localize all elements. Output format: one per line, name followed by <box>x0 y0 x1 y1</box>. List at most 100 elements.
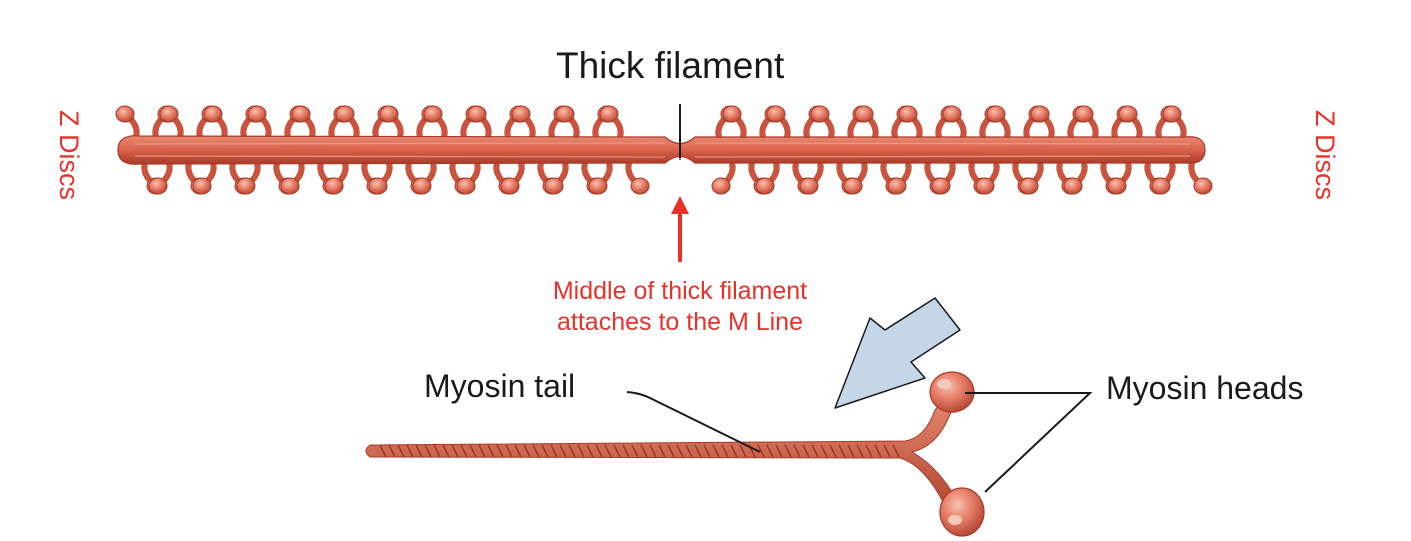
myosin-head-bulb <box>599 105 619 123</box>
tail-coil-stripe <box>604 444 612 458</box>
tail-coil-stripe <box>505 444 513 458</box>
myosin-head-bulb <box>711 177 731 195</box>
myosin-tail-label: Myosin tail <box>424 368 576 404</box>
myosin-head-bulb <box>588 177 608 195</box>
myosin-head-bulb <box>500 177 520 195</box>
tail-coil-stripe <box>523 444 531 458</box>
tail-coil-stripe <box>478 444 486 458</box>
myosin-head-bulb <box>843 177 863 195</box>
myosin-head-bulb <box>148 177 168 195</box>
tail-coil-stripe <box>550 444 558 458</box>
myosin-head-bulb <box>986 105 1006 123</box>
myosin-head-bulb <box>456 177 476 195</box>
tail-coil-stripe <box>739 444 747 458</box>
tail-coil-stripe <box>613 444 621 458</box>
myosin-head-bulb <box>942 105 962 123</box>
myosin-head-bulb <box>412 177 432 195</box>
tail-coil-stripe <box>811 444 819 458</box>
myosin-head-bulb <box>159 105 179 123</box>
tail-coil-stripe <box>667 444 675 458</box>
tail-coil-stripe <box>559 444 567 458</box>
tail-coil-stripe <box>649 444 657 458</box>
myosin-molecule <box>365 371 985 537</box>
tail-coil-stripe <box>883 444 891 458</box>
thick-filament <box>115 105 1213 195</box>
myosin-head-bulb <box>854 105 874 123</box>
thick-filament-shaft <box>117 135 1206 165</box>
tail-coil-stripe <box>730 444 738 458</box>
tail-coil-stripe <box>487 444 495 458</box>
myosin-head-bulb <box>1074 105 1094 123</box>
m-line-note: Middle of thick filament attaches to the… <box>480 276 880 338</box>
myosin-head-bulb <box>1030 105 1050 123</box>
tail-coil-stripe <box>586 444 594 458</box>
myosin-head-bulb <box>324 177 344 195</box>
thick-filament-label: Thick filament <box>556 45 785 86</box>
tail-coil-stripe <box>433 444 441 458</box>
tail-coil-stripe <box>460 444 468 458</box>
myosin-head-bulb <box>1019 177 1039 195</box>
myosin-head-bulb <box>236 177 256 195</box>
tail-coil-stripe <box>775 444 783 458</box>
myosin-head-lower <box>939 487 985 537</box>
tail-coil-stripe <box>595 444 603 458</box>
myosin-heads-leader-lines <box>965 392 1093 493</box>
myosin-head-bulb <box>544 177 564 195</box>
myosin-head-bulb <box>1151 177 1171 195</box>
myosin-head-bulb <box>280 177 300 195</box>
myosin-head-bulb <box>203 105 223 123</box>
tail-coil-stripe <box>658 444 666 458</box>
tail-coil-stripe <box>838 444 846 458</box>
tail-coil-stripe <box>379 444 387 458</box>
tail-coil-stripe <box>793 444 801 458</box>
tail-coil-stripe <box>532 444 540 458</box>
myosin-head-bulb <box>887 177 907 195</box>
tail-coil-stripe <box>829 444 837 458</box>
m-line-arrow <box>671 196 689 262</box>
myosin-head-bulb <box>898 105 918 123</box>
myosin-head-bulb <box>1063 177 1083 195</box>
myosin-head-bulb <box>335 105 355 123</box>
myosin-head-bulb <box>630 177 650 195</box>
tail-coil-stripe <box>676 444 684 458</box>
myosin-head-bulb <box>1118 105 1138 123</box>
tail-coil-stripe <box>694 444 702 458</box>
tail-coil-stripe <box>541 444 549 458</box>
tail-coil-stripe <box>397 444 405 458</box>
myosin-head-bulb <box>1107 177 1127 195</box>
myosin-head-bulbs <box>115 105 1213 195</box>
myosin-head-bulb <box>467 105 487 123</box>
z-discs-left-label: Z Discs <box>54 110 84 200</box>
tail-coil-stripe <box>766 444 774 458</box>
tail-coil-stripe <box>469 444 477 458</box>
myosin-head-lower-highlight <box>948 515 962 525</box>
myosin-heads-label: Myosin heads <box>1106 370 1304 406</box>
tail-coil-stripe <box>712 444 720 458</box>
myosin-head-bulb <box>368 177 388 195</box>
tail-coil-stripe <box>784 444 792 458</box>
tail-coil-stripe <box>451 444 459 458</box>
tail-coil-stripe <box>847 444 855 458</box>
tail-coil-stripe <box>406 444 414 458</box>
tail-coil-stripe <box>577 444 585 458</box>
zoom-arrow <box>834 297 961 409</box>
tail-coil-stripe <box>424 444 432 458</box>
myosin-head-bulb <box>115 105 135 123</box>
tail-coil-stripe <box>856 444 864 458</box>
myosin-head-bulb <box>511 105 531 123</box>
tail-coil-stripe <box>721 444 729 458</box>
tail-coil-stripe <box>514 444 522 458</box>
myosin-head-bulb <box>799 177 819 195</box>
myosin-head-bulb <box>192 177 212 195</box>
myosin-head-upper-highlight <box>937 379 951 389</box>
tail-coil-stripe <box>496 444 504 458</box>
myosin-head-bulb <box>755 177 775 195</box>
tail-coil-stripe <box>415 444 423 458</box>
tail-coil-stripe <box>568 444 576 458</box>
tail-coil-stripe <box>388 444 396 458</box>
myosin-head-bulb <box>766 105 786 123</box>
tail-coil-stripe <box>757 444 765 458</box>
z-discs-right-label: Z Discs <box>1310 110 1340 200</box>
myosin-head-bulb <box>931 177 951 195</box>
